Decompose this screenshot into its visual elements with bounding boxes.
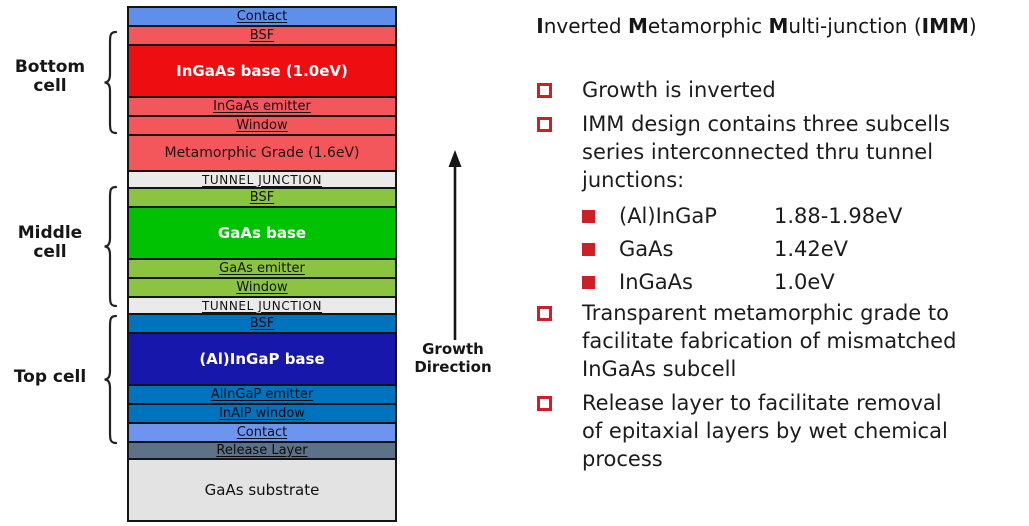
middle-cell-brace-icon <box>104 185 118 308</box>
top-cell-brace-icon <box>104 314 118 445</box>
layer-label: BSF <box>249 27 275 43</box>
subcell-material: InGaAs <box>619 270 693 294</box>
title-segment: nverted <box>543 14 628 38</box>
layer-label: Window <box>236 279 288 295</box>
bullet-item: Release layer to facilitate removal of e… <box>484 389 1029 473</box>
layer-label: Contact <box>236 8 288 24</box>
layer-contact: Contact <box>129 424 395 443</box>
layer-al-ingap-base: (Al)InGaP base <box>129 334 395 386</box>
sub-bullet-item: GaAs 1.42eV <box>484 233 1029 266</box>
layer-gaas-base: GaAs base <box>129 208 395 260</box>
subcell-material: GaAs <box>619 237 674 261</box>
subcell-bandgap: 1.88-1.98eV <box>774 204 903 228</box>
layer-label: Metamorphic Grade (1.6eV) <box>164 145 360 161</box>
bottom-cell-brace-icon <box>104 30 118 135</box>
layer-contact: Contact <box>129 8 395 27</box>
subcell-material: (Al)InGaP <box>619 204 717 228</box>
hollow-square-bullet-icon <box>537 83 552 98</box>
layer-label: Window <box>236 117 288 133</box>
layer-gaas-emitter: GaAs emitter <box>129 260 395 279</box>
growth-direction-arrow-icon <box>448 150 462 340</box>
page-title: Inverted Metamorphic Multi-junction (IMM… <box>484 12 1029 40</box>
layer-ingaas-emitter: InGaAs emitter <box>129 98 395 117</box>
layer-label: TUNNEL JUNCTION <box>201 298 323 313</box>
layer-alingap-emitter: AlInGaP emitter <box>129 386 395 405</box>
layer-window: Window <box>129 117 395 136</box>
top-cell-label: Top cell <box>13 367 87 387</box>
layer-label: GaAs emitter <box>219 260 305 276</box>
subcell-bandgap: 1.0eV <box>774 270 835 294</box>
layer-label: GaAs substrate <box>204 481 320 499</box>
layer-label: Contact <box>236 424 288 440</box>
title-segment: I <box>536 14 544 38</box>
filled-square-bullet-icon <box>582 243 595 256</box>
layer-ingaas-base-1-0ev: InGaAs base (1.0eV) <box>129 46 395 98</box>
bullet-item: Growth is inverted <box>484 76 1029 104</box>
title-segment: ulti-junction ( <box>788 14 922 38</box>
layer-label: (Al)InGaP base <box>199 350 325 368</box>
layer-release-layer: Release Layer <box>129 443 395 460</box>
title-segment: ) <box>968 14 977 38</box>
hollow-square-bullet-icon <box>537 396 552 411</box>
layer-label: InAlP window <box>219 405 305 421</box>
layer-inalp-window: InAlP window <box>129 405 395 424</box>
layer-bsf: BSF <box>129 189 395 208</box>
filled-square-bullet-icon <box>582 210 595 223</box>
filled-square-bullet-icon <box>582 276 595 289</box>
bullet-item: Transparent metamorphic grade to facilit… <box>484 299 1029 383</box>
layer-tunnel-junction: TUNNEL JUNCTION <box>129 172 395 189</box>
layer-label: AlInGaP emitter <box>210 386 314 402</box>
layer-bsf: BSF <box>129 315 395 334</box>
title-segment: IMM <box>921 14 969 38</box>
sub-bullet-item: (Al)InGaP 1.88-1.98eV <box>484 200 1029 233</box>
title-segment: etamorphic <box>647 14 769 38</box>
layer-label: TUNNEL JUNCTION <box>201 172 323 187</box>
hollow-square-bullet-icon <box>537 306 552 321</box>
bullet-text: Release layer to facilitate removal of e… <box>582 391 948 471</box>
bullet-item: IMM design contains three subcells serie… <box>484 110 1029 194</box>
content-panel: Inverted Metamorphic Multi-junction (IMM… <box>484 12 1029 479</box>
layer-label: BSF <box>249 189 275 205</box>
growth-direction-label: Growth Direction <box>414 340 492 376</box>
hollow-square-bullet-icon <box>537 117 552 132</box>
layer-label: InGaAs base (1.0eV) <box>176 62 348 80</box>
bullet-text: Transparent metamorphic grade to facilit… <box>582 301 957 381</box>
layer-window: Window <box>129 279 395 298</box>
layer-bsf: BSF <box>129 27 395 46</box>
layer-metamorphic-grade-1-6ev: Metamorphic Grade (1.6eV) <box>129 136 395 172</box>
layer-label: GaAs base <box>217 224 307 242</box>
bottom-cell-label: Bottom cell <box>14 57 86 96</box>
title-segment: M <box>627 14 648 38</box>
bullet-text: Growth is inverted <box>582 78 776 102</box>
layer-label: InGaAs emitter <box>213 98 311 114</box>
layer-label: Release Layer <box>216 443 308 458</box>
layer-gaas-substrate: GaAs substrate <box>129 460 395 520</box>
title-segment: M <box>768 14 789 38</box>
middle-cell-label: Middle cell <box>17 223 83 262</box>
layer-label: BSF <box>249 315 275 331</box>
sub-bullet-item: InGaAs 1.0eV <box>484 266 1029 299</box>
subcell-bandgap: 1.42eV <box>774 237 849 261</box>
layer-tunnel-junction: TUNNEL JUNCTION <box>129 298 395 315</box>
bullet-text: IMM design contains three subcells serie… <box>582 112 950 192</box>
